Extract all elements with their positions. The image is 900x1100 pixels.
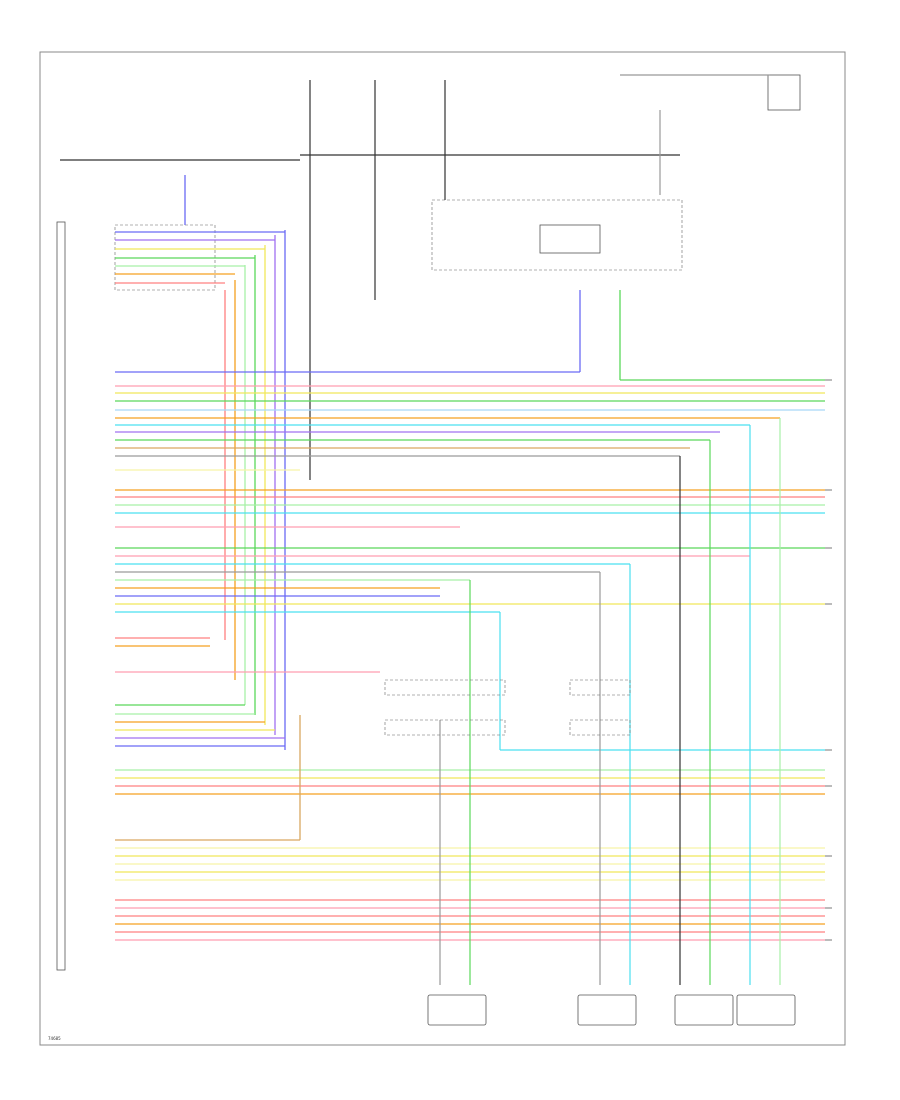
ecm-top-stubs — [115, 231, 285, 284]
figure-id: 74685 — [48, 1036, 61, 1041]
main-relay-box — [539, 224, 601, 254]
ecm-module-edge — [56, 221, 66, 971]
vertical-sensor-wires — [439, 418, 781, 985]
right-terminals — [825, 379, 832, 941]
diagram-frame — [39, 51, 846, 1046]
wheel-sensors — [427, 994, 796, 1026]
fuse-relay-box — [431, 199, 683, 271]
mid-connectors — [384, 679, 631, 736]
relay-top-right — [767, 74, 801, 111]
